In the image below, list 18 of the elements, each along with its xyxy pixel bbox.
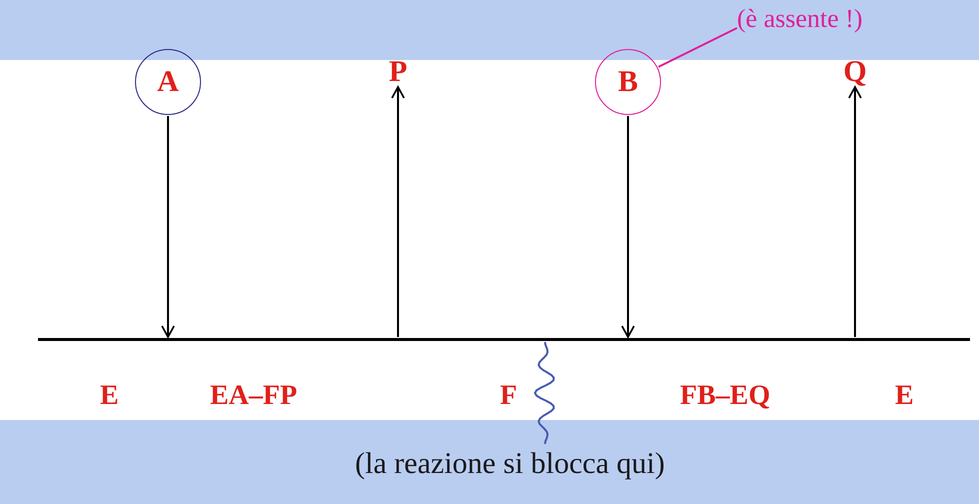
annotation-text: (è assente !)	[737, 2, 979, 36]
species-label: P	[383, 57, 413, 87]
arrow	[161, 116, 175, 338]
leader-line	[658, 27, 738, 68]
enzyme-form-label: FB–EQ	[680, 380, 770, 412]
arrow	[848, 86, 862, 337]
arrow	[391, 86, 405, 337]
circled-label: B	[595, 49, 661, 115]
enzyme-form-label: F	[500, 380, 518, 412]
enzyme-form-label: E	[895, 380, 914, 412]
circled-label: A	[135, 49, 201, 115]
leader-line	[534, 342, 555, 444]
enzyme-form-label: EA–FP	[210, 380, 298, 412]
species-label: Q	[840, 57, 870, 87]
annotation-text: (la reazione si blocca qui)	[355, 444, 735, 484]
enzyme-form-label: E	[100, 380, 119, 412]
reaction-line	[38, 338, 970, 341]
arrow	[621, 116, 635, 338]
